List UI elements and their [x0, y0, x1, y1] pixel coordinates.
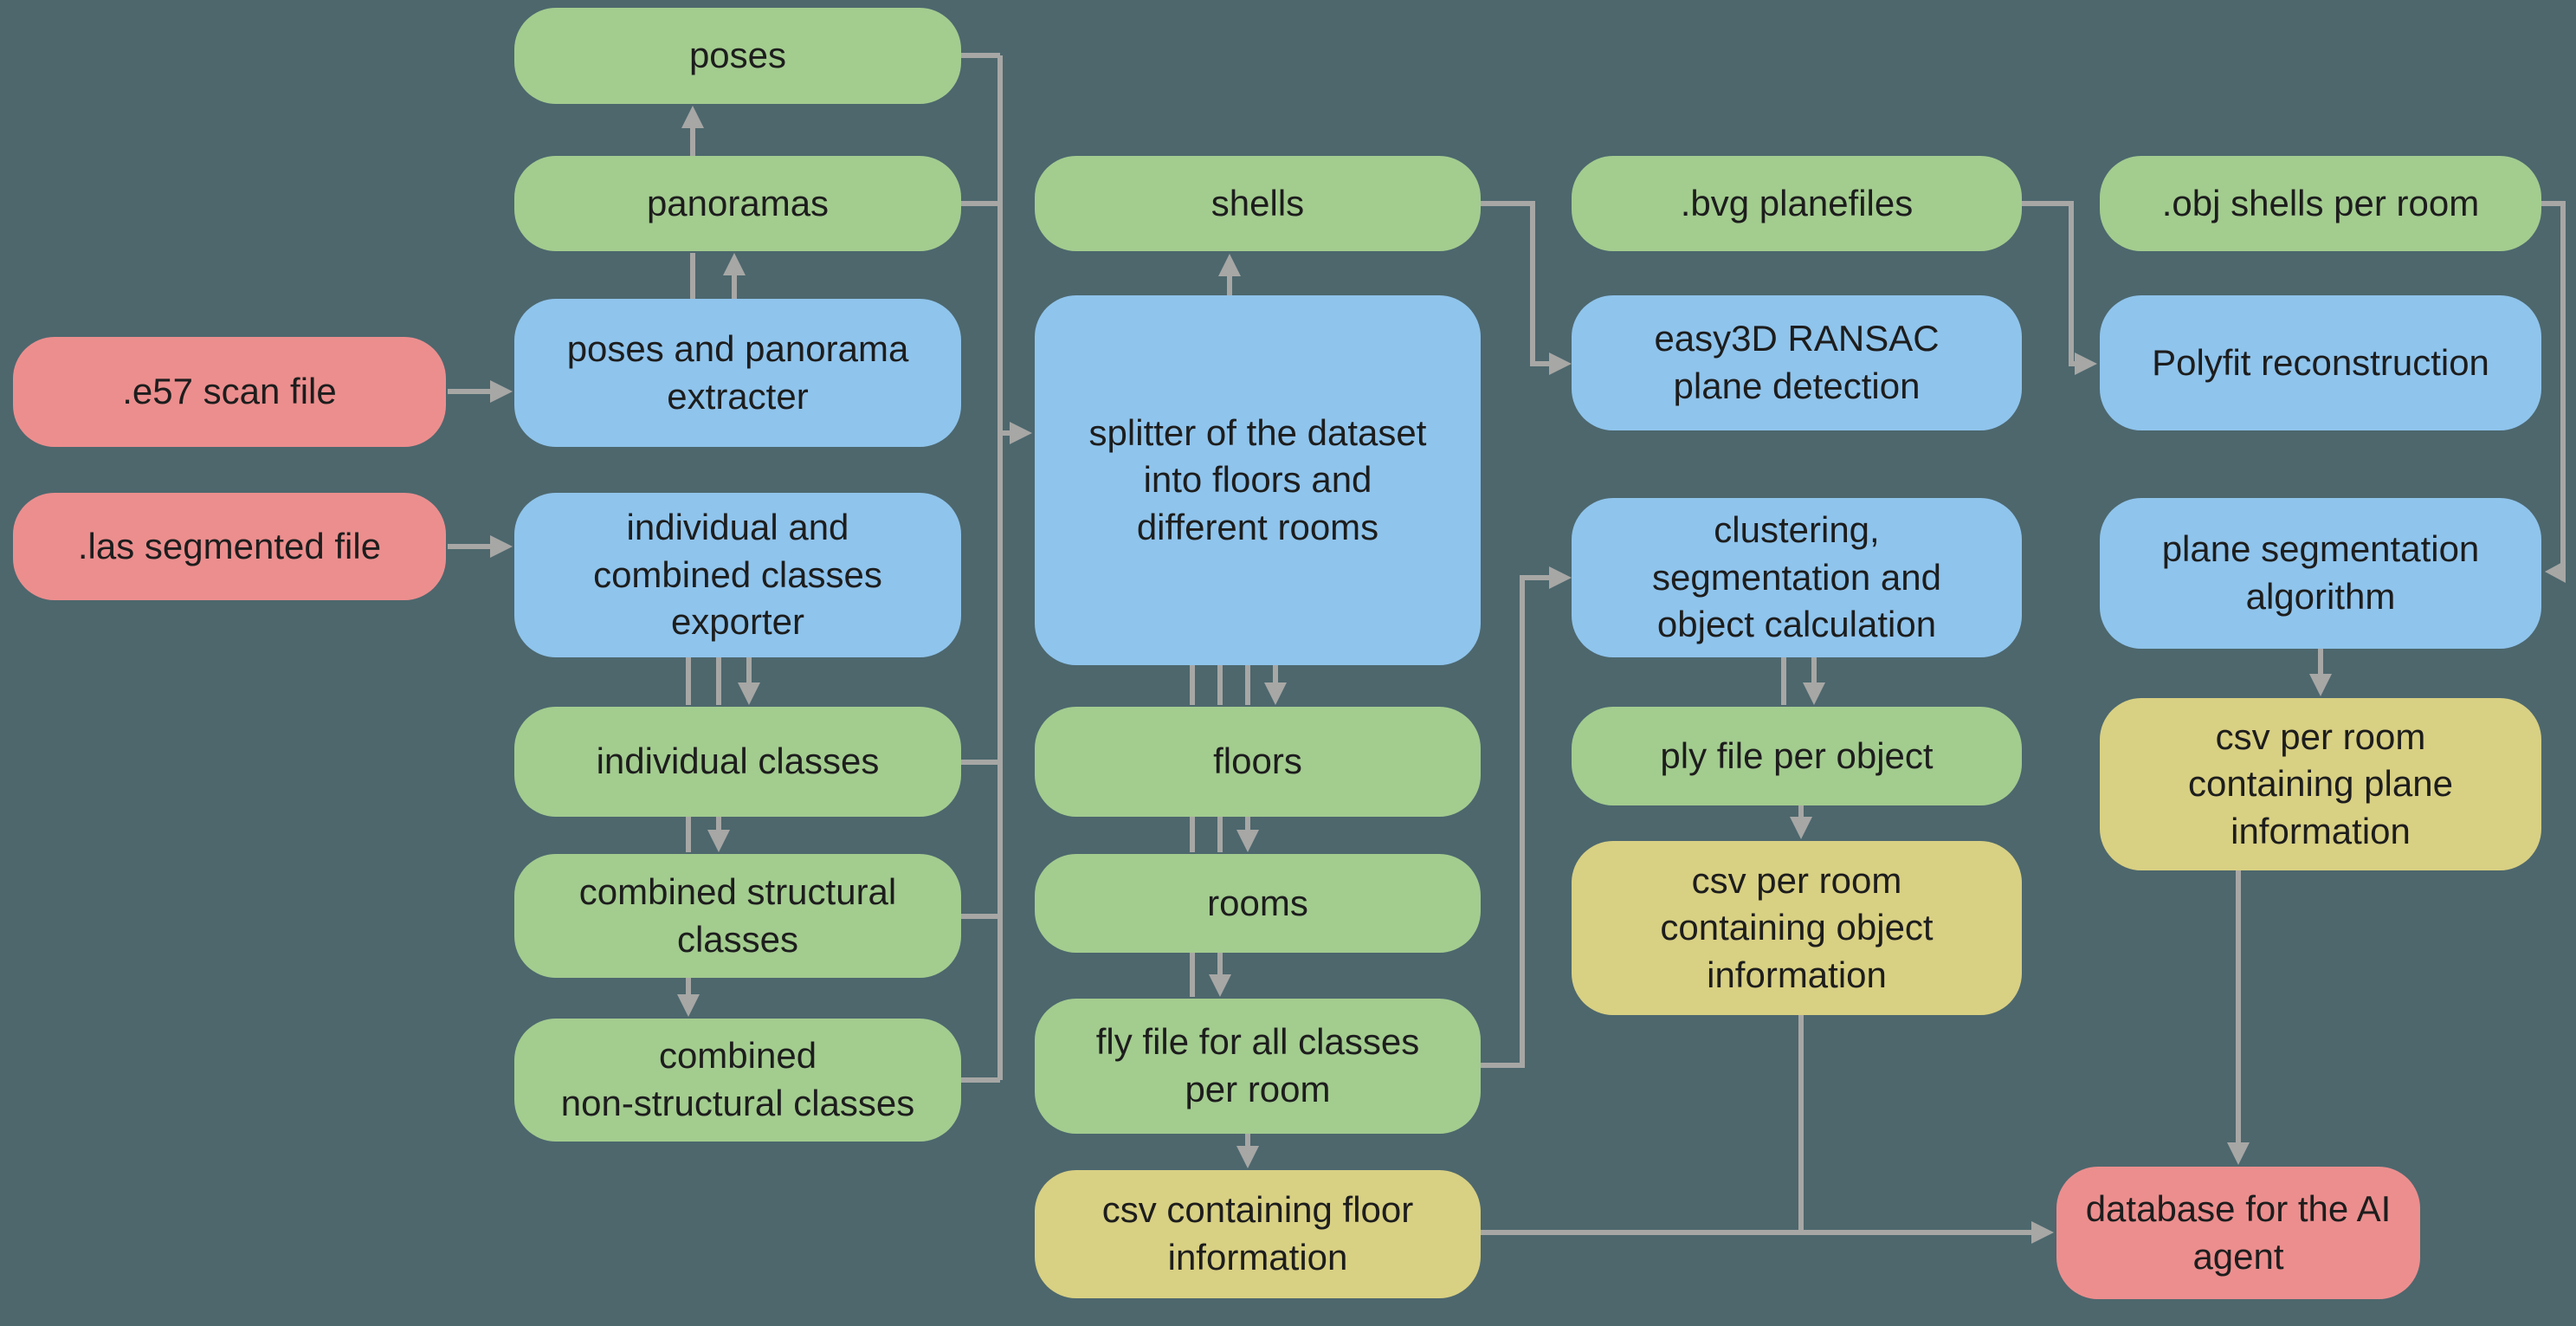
node-ply-file-per-object-label: ply file per object — [1660, 734, 1934, 776]
node-combined-structural-classes-label: combined structural classes — [578, 870, 897, 960]
arrowhead-bvg-to-polyfit — [2075, 353, 2097, 375]
node-splitter-of-dataset-label: splitter of the dataset into floors and … — [1088, 411, 1427, 547]
arrowhead-flyfile-to-csvfloor — [1236, 1146, 1259, 1168]
node-floors: floors — [1035, 707, 1481, 817]
node-panoramas-label: panoramas — [646, 182, 830, 223]
node-floors-label: floors — [1213, 741, 1302, 782]
arrowhead-csvfloor-to-database — [2031, 1221, 2054, 1244]
connector-flyfile-to-clustering — [1481, 575, 1550, 1068]
arrowhead-trunk-to-splitter — [1010, 422, 1032, 444]
arrowhead-flyfile-to-clustering — [1549, 566, 1572, 589]
node-combined-structural-classes: combined structural classes — [514, 854, 961, 978]
node-bvg-planefiles-label: .bvg planefiles — [1680, 182, 1914, 223]
node-individual-and-combined-classes-exporter-label: individual and combined classes exporter — [593, 507, 882, 643]
arrowhead-planeseg-to-csvplane — [2309, 674, 2332, 696]
node-fly-file-per-room-label: fly file for all classes per room — [1095, 1021, 1420, 1109]
node-rooms: rooms — [1035, 854, 1481, 953]
arrowhead-splitter-to-floors — [1264, 682, 1287, 705]
node-e57-scan-file: .e57 scan file — [13, 337, 446, 447]
node-csv-plane-information: csv per room containing plane informatio… — [2100, 698, 2541, 870]
node-e57-scan-file-label: .e57 scan file — [122, 371, 337, 412]
node-easy3d-ransac-plane-detection: easy3D RANSAC plane detection — [1572, 295, 2022, 430]
node-las-segmented-file: .las segmented file — [13, 493, 446, 600]
node-combined-non-structural-classes-label: combined non-structural classes — [560, 1035, 915, 1123]
arrowhead-ply-to-csvobject — [1790, 817, 1812, 839]
node-database-for-ai-agent-label: database for the AI agent — [2085, 1187, 2392, 1277]
arrowhead-csvplane-to-database — [2227, 1142, 2250, 1165]
arrowhead-exporter-to-individual-classes — [738, 682, 760, 705]
arrowhead-shells-to-easy3d — [1549, 353, 1572, 375]
node-clustering-segmentation-object-calculation: clustering, segmentation and object calc… — [1572, 498, 2022, 657]
arrowhead-structural-to-nonstructural — [677, 994, 700, 1017]
node-plane-segmentation-algorithm-label: plane segmentation algorithm — [2161, 528, 2480, 617]
node-individual-and-combined-classes-exporter: individual and combined classes exporter — [514, 493, 961, 657]
arrowhead-individual-to-structural — [707, 830, 730, 852]
connectors — [448, 53, 2566, 1244]
node-individual-classes-label: individual classes — [596, 741, 880, 782]
node-ply-file-per-object: ply file per object — [1572, 707, 2022, 805]
node-rooms-label: rooms — [1207, 882, 1308, 923]
arrowhead-rooms-to-flyfile — [1209, 974, 1231, 997]
node-las-segmented-file-label: .las segmented file — [77, 525, 382, 566]
node-easy3d-ransac-plane-detection-label: easy3D RANSAC plane detection — [1654, 318, 1940, 406]
node-shells-label: shells — [1211, 182, 1305, 223]
node-csv-floor-information: csv containing floor information — [1035, 1170, 1481, 1298]
arrowhead-splitter-to-shells — [1218, 254, 1241, 276]
arrowhead-las-to-exporter — [490, 535, 513, 558]
arrowhead-panoramas-to-poses — [681, 106, 704, 128]
node-shells: shells — [1035, 156, 1481, 251]
connector-shells-to-easy3d — [1481, 201, 1550, 366]
node-obj-shells-per-room: .obj shells per room — [2100, 156, 2541, 251]
node-csv-plane-information-label: csv per room containing plane informatio… — [2188, 715, 2453, 851]
node-poses-and-panorama-extracter: poses and panorama extracter — [514, 299, 961, 447]
node-clustering-segmentation-object-calculation-label: clustering, segmentation and object calc… — [1652, 509, 1941, 645]
node-csv-floor-information-label: csv containing floor information — [1101, 1189, 1414, 1277]
node-panoramas: panoramas — [514, 156, 961, 251]
connector-bvg-to-polyfit — [2022, 201, 2076, 366]
node-poses-and-panorama-extracter-label: poses and panorama extracter — [566, 327, 909, 417]
node-csv-object-information: csv per room containing object informati… — [1572, 841, 2022, 1015]
node-combined-non-structural-classes: combined non-structural classes — [514, 1019, 961, 1142]
arrowhead-extracter-to-panoramas — [723, 253, 746, 275]
node-database-for-ai-agent: database for the AI agent — [2056, 1167, 2420, 1299]
node-fly-file-per-room: fly file for all classes per room — [1035, 999, 1481, 1134]
node-bvg-planefiles: .bvg planefiles — [1572, 156, 2022, 251]
node-polyfit-reconstruction: Polyfit reconstruction — [2100, 295, 2541, 430]
node-splitter-of-dataset: splitter of the dataset into floors and … — [1035, 295, 1481, 665]
node-poses-label: poses — [688, 35, 787, 76]
node-obj-shells-per-room-label: .obj shells per room — [2161, 182, 2480, 223]
arrowhead-clustering-to-ply — [1803, 682, 1825, 705]
node-polyfit-reconstruction-label: Polyfit reconstruction — [2152, 341, 2489, 383]
node-plane-segmentation-algorithm: plane segmentation algorithm — [2100, 498, 2541, 649]
node-poses: poses — [514, 8, 961, 104]
arrowhead-obj-to-planeseg — [2545, 560, 2566, 583]
connector-obj-to-planeseg — [2541, 201, 2566, 574]
node-csv-object-information-label: csv per room containing object informati… — [1660, 859, 1934, 995]
node-individual-classes: individual classes — [514, 707, 961, 817]
arrowhead-floors-to-rooms — [1236, 830, 1259, 852]
arrowhead-e57-to-extracter — [490, 380, 513, 403]
